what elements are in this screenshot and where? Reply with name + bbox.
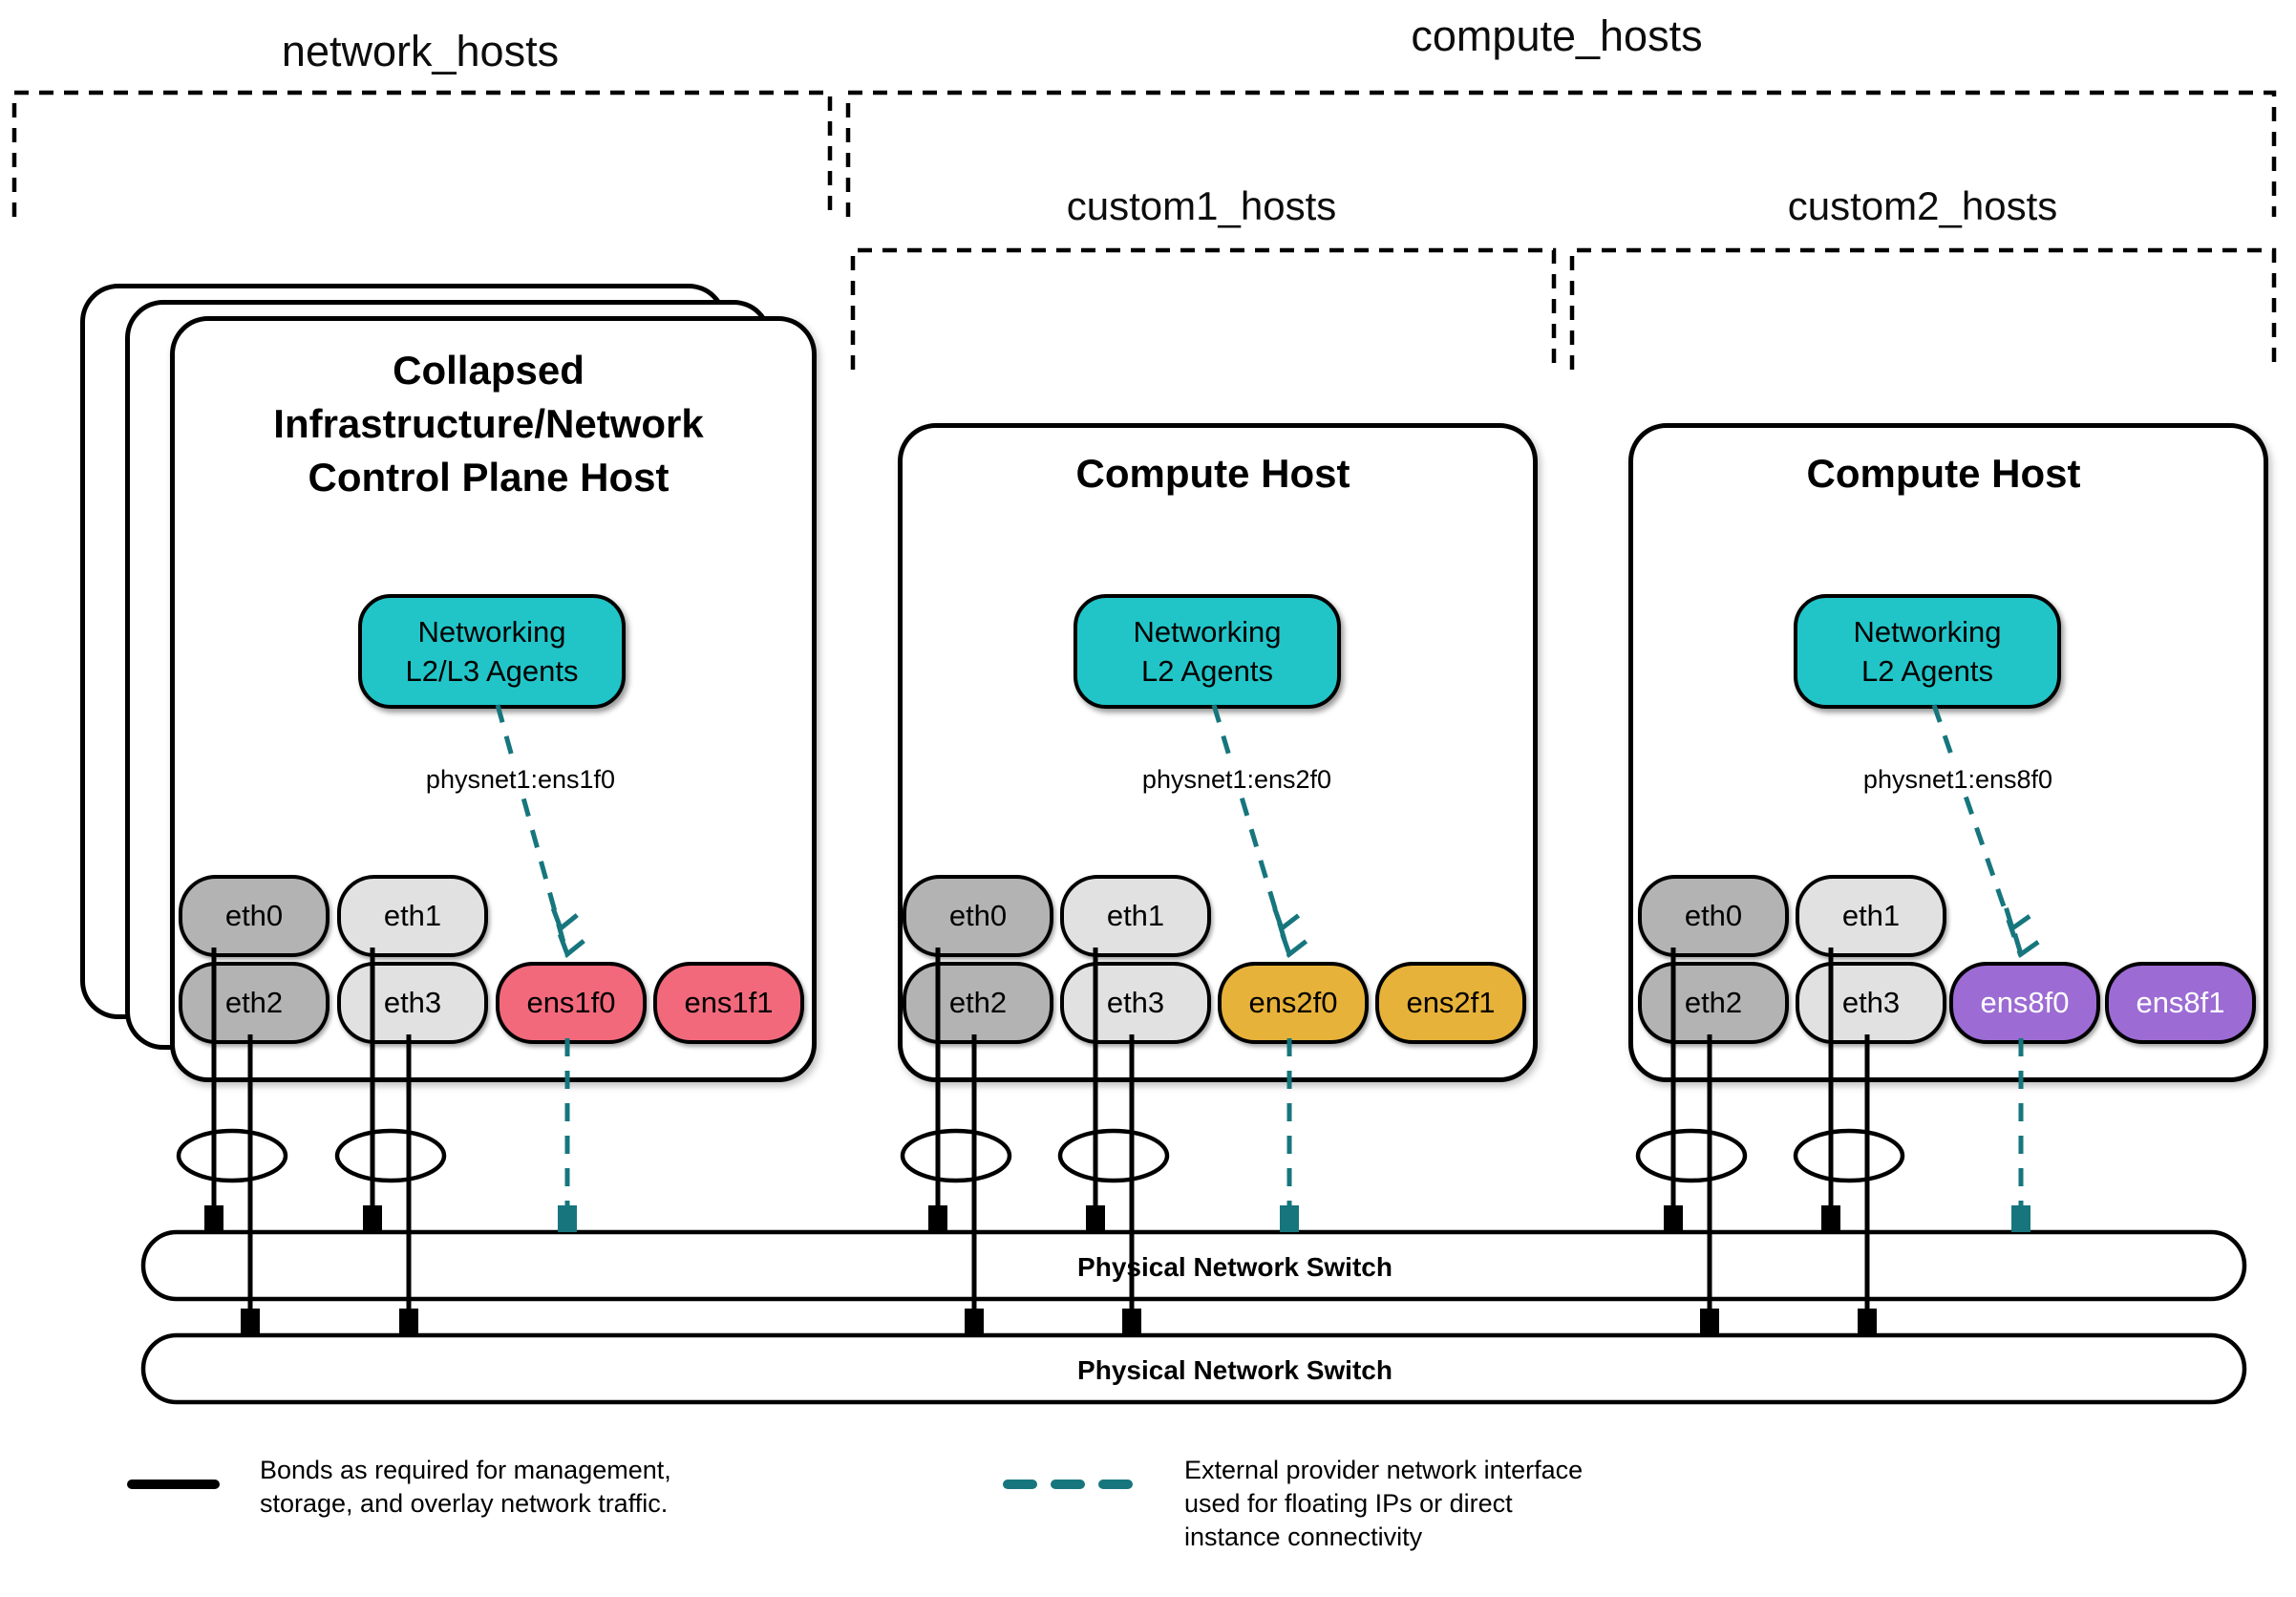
nic-pill-ens8f0: ens8f0: [1949, 962, 2100, 1044]
legend-line: instance connectivity: [1184, 1522, 1423, 1551]
physnet-mapping-label: physnet1:ens1f0: [415, 764, 626, 796]
nic-pill-eth2: eth2: [903, 962, 1053, 1044]
custom1-hosts-bracket: [850, 247, 1557, 370]
physnet-mapping-label: physnet1:ens2f0: [1132, 764, 1342, 796]
title-line: Infrastructure/Network: [273, 401, 704, 446]
compute-host-2-title: Compute Host: [1638, 447, 2249, 500]
l2-agents-box-1: Networking L2 Agents: [1074, 594, 1341, 709]
nic-pill-eth0: eth0: [903, 875, 1053, 957]
nic-pill-eth2: eth2: [1638, 962, 1789, 1044]
agent-line: L2 Agents: [1861, 654, 1993, 688]
l2-l3-agents-box: Networking L2/L3 Agents: [358, 594, 626, 709]
bond-legend-text: Bonds as required for management, storag…: [260, 1454, 671, 1521]
control-plane-host-title: Collapsed Infrastructure/Network Control…: [180, 344, 797, 504]
title-line: Compute Host: [1806, 451, 2081, 496]
nic-pill-eth3: eth3: [337, 962, 488, 1044]
bond-symbol: [334, 1128, 447, 1183]
group-label-custom2-hosts: custom2_hosts: [1787, 183, 2058, 228]
nic-pill-ens8f1: ens8f1: [2105, 962, 2256, 1044]
nic-pill-eth1: eth1: [1796, 875, 1946, 957]
nic-pill-eth1: eth1: [1060, 875, 1211, 957]
provider-line-swatch-dash: [1051, 1480, 1085, 1489]
agent-line: Networking: [1133, 615, 1282, 649]
title-line: Collapsed: [393, 348, 585, 393]
nic-pill-eth0: eth0: [1638, 875, 1789, 957]
nic-pill-eth3: eth3: [1796, 962, 1946, 1044]
group-label-compute-hosts: compute_hosts: [1411, 11, 1703, 60]
nic-pill-eth2: eth2: [179, 962, 330, 1044]
legend-line: External provider network interface: [1184, 1456, 1584, 1484]
agent-line: Networking: [417, 615, 566, 649]
group-label-custom1-hosts: custom1_hosts: [1066, 183, 1337, 228]
network-hosts-bracket: [11, 90, 833, 217]
bond-symbol: [1635, 1128, 1748, 1183]
agent-line: L2/L3 Agents: [405, 654, 579, 688]
agent-line: L2 Agents: [1141, 654, 1273, 688]
bond-line-swatch: [127, 1480, 220, 1489]
bond-symbol: [176, 1128, 288, 1183]
group-label-network-hosts: network_hosts: [281, 27, 560, 75]
nic-pill-eth3: eth3: [1060, 962, 1211, 1044]
agent-line: Networking: [1853, 615, 2002, 649]
nic-pill-ens2f1: ens2f1: [1375, 962, 1526, 1044]
title-line: Compute Host: [1075, 451, 1350, 496]
physnet-mapping-label: physnet1:ens8f0: [1853, 764, 2063, 796]
custom2-hosts-bracket: [1569, 247, 2277, 370]
compute-hosts-bracket: [845, 90, 2277, 217]
bond-symbol: [900, 1128, 1012, 1183]
legend-line: storage, and overlay network traffic.: [260, 1489, 669, 1518]
provider-line-swatch-dash: [1003, 1480, 1037, 1489]
bond-symbol: [1057, 1128, 1170, 1183]
l2-agents-box-2: Networking L2 Agents: [1794, 594, 2061, 709]
physical-network-switch-label-2: Physical Network Switch: [1077, 1355, 1392, 1385]
provider-legend-text: External provider network interface used…: [1184, 1454, 1583, 1554]
compute-host-1-title: Compute Host: [907, 447, 1519, 500]
nic-pill-eth1: eth1: [337, 875, 488, 957]
bond-symbol: [1793, 1128, 1905, 1183]
legend-line: Bonds as required for management,: [260, 1456, 671, 1484]
title-line: Control Plane Host: [308, 455, 670, 500]
legend-line: used for floating IPs or direct: [1184, 1489, 1513, 1518]
nic-pill-eth0: eth0: [179, 875, 330, 957]
nic-pill-ens1f1: ens1f1: [653, 962, 804, 1044]
physical-network-switch-label-1: Physical Network Switch: [1077, 1252, 1392, 1282]
provider-line-swatch-dash: [1098, 1480, 1133, 1489]
nic-pill-ens1f0: ens1f0: [496, 962, 647, 1044]
nic-pill-ens2f0: ens2f0: [1218, 962, 1369, 1044]
